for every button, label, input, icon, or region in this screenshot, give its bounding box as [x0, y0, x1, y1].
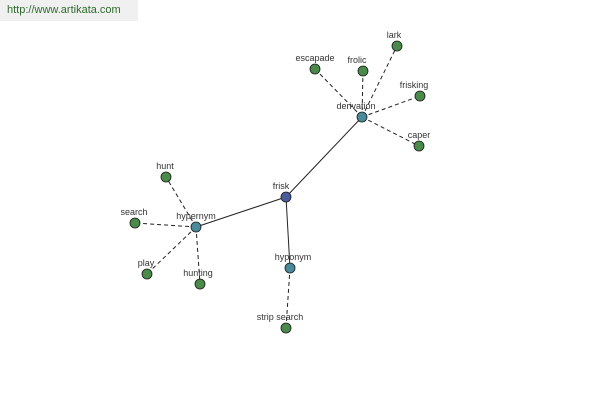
node-label-frolic: frolic — [347, 55, 367, 65]
node-hypernym[interactable] — [190, 221, 202, 233]
node-play[interactable] — [141, 268, 153, 280]
node-label-search: search — [120, 207, 147, 217]
node-escapade[interactable] — [309, 63, 321, 75]
edge-derivation-caper — [361, 116, 420, 147]
edge-hypernym-hunt — [165, 176, 197, 228]
edge-frisk-derivation — [285, 116, 363, 198]
node-search[interactable] — [129, 217, 141, 229]
node-frisking[interactable] — [414, 90, 426, 102]
node-caper[interactable] — [413, 140, 425, 152]
node-frisk[interactable] — [280, 191, 292, 203]
node-label-strip-search: strip search — [257, 312, 304, 322]
node-label-lark: lark — [387, 30, 402, 40]
node-label-hyponym: hyponym — [275, 252, 312, 262]
edge-derivation-frolic — [361, 70, 364, 118]
node-strip-search[interactable] — [280, 322, 292, 334]
node-label-derivation: derivation — [336, 101, 375, 111]
node-label-caper: caper — [408, 130, 431, 140]
edge-hyponym-strip_search — [285, 267, 291, 329]
edge-hypernym-search — [134, 222, 197, 228]
watermark-url: http://www.artikata.com — [0, 0, 138, 21]
node-hunt[interactable] — [160, 171, 172, 183]
edge-derivation-lark — [361, 45, 398, 118]
node-label-hypernym: hypernym — [176, 211, 216, 221]
edge-derivation-frisking — [361, 95, 421, 118]
node-label-frisking: frisking — [400, 80, 429, 90]
node-derivation[interactable] — [356, 111, 368, 123]
edge-hypernym-play — [146, 226, 197, 275]
node-label-hunt: hunt — [156, 161, 174, 171]
edges-layer — [134, 45, 421, 329]
node-label-escapade: escapade — [295, 53, 334, 63]
node-label-play: play — [138, 258, 155, 268]
node-hyponym[interactable] — [284, 262, 296, 274]
edge-hypernym-hunting — [195, 226, 201, 285]
node-hunting[interactable] — [194, 278, 206, 290]
node-lark[interactable] — [391, 40, 403, 52]
edge-frisk-hyponym — [285, 196, 291, 269]
node-label-hunting: hunting — [183, 268, 213, 278]
node-label-frisk: frisk — [273, 181, 290, 191]
nodes-layer — [129, 40, 426, 334]
labels-layer: frisk derivation hypernym hyponym escapade fr… — [120, 30, 430, 322]
node-frolic[interactable] — [357, 65, 369, 77]
edge-frisk-hypernym — [195, 196, 287, 228]
